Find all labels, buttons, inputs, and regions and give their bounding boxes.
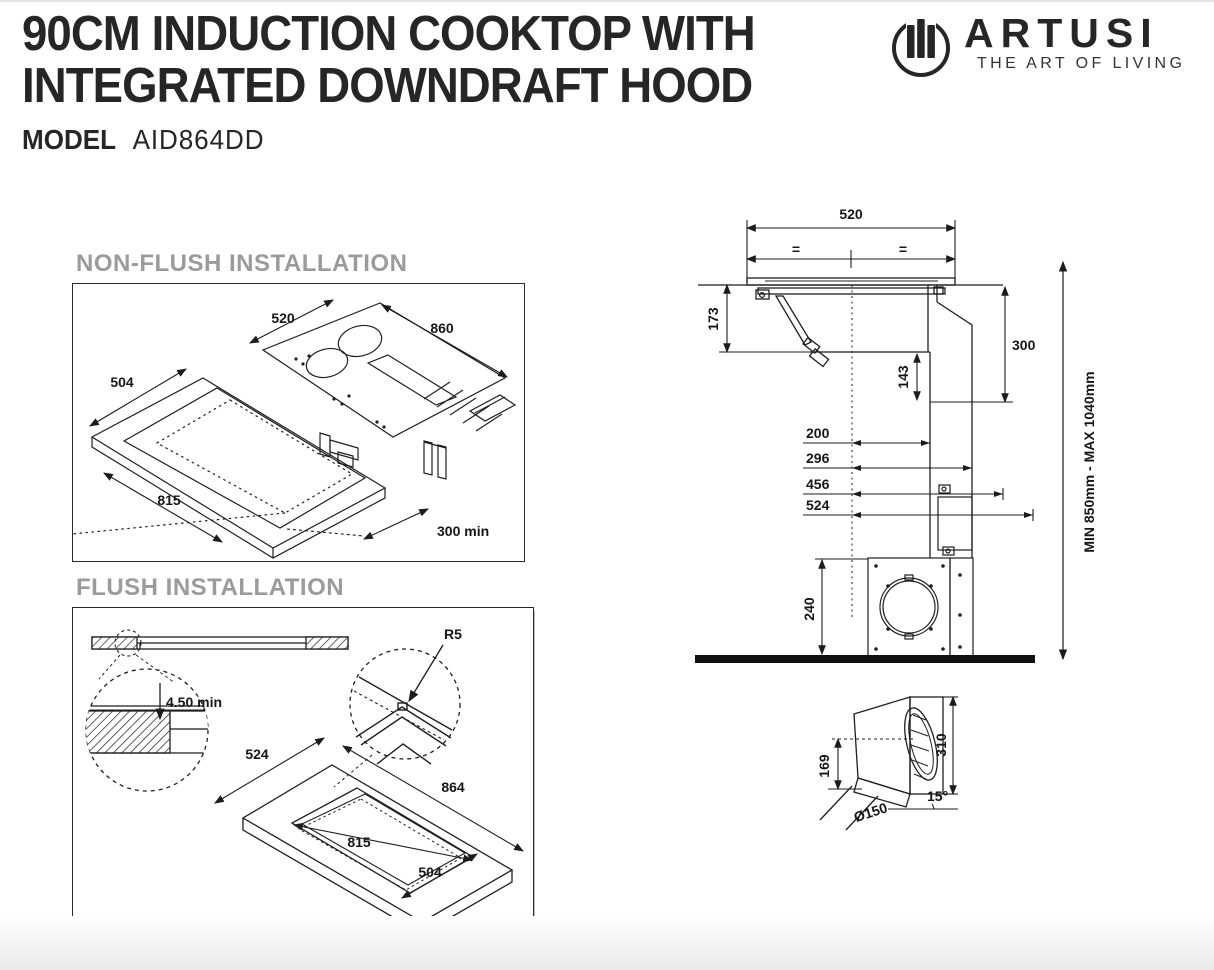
elev-dim-524: 524 — [806, 497, 830, 513]
brand-tagline: THE ART OF LIVING — [977, 55, 1186, 72]
brand-name: ARTUSI — [964, 10, 1159, 56]
nonflush-dim-815: 815 — [157, 492, 181, 508]
elev-dim-300: 300 — [1012, 337, 1036, 353]
model-label: MODEL — [22, 124, 117, 155]
title-block: 90CM INDUCTION COOKTOP WITH INTEGRATED D… — [22, 7, 756, 156]
elev-dim-296: 296 — [806, 450, 830, 466]
elev-dim-143: 143 — [895, 365, 911, 389]
motor-detail-drawing: 169 310 Ø150 15° — [816, 695, 958, 831]
non-flush-heading: NON-FLUSH INSTALLATION — [76, 250, 408, 277]
side-elevation-drawing: 520 = = 173 300 143 — [695, 206, 1097, 663]
flush-heading: FLUSH INSTALLATION — [76, 574, 345, 601]
flush-dim-504: 504 — [418, 864, 442, 880]
elev-eq-left: = — [792, 241, 800, 257]
model-value: AID864DD — [132, 124, 265, 155]
page-title-line2: INTEGRATED DOWNDRAFT HOOD — [22, 59, 753, 113]
nonflush-dim-860: 860 — [430, 320, 454, 336]
artusi-logo-icon — [892, 16, 950, 77]
flush-dim-r5: R5 — [444, 626, 462, 642]
nonflush-dim-504: 504 — [110, 374, 134, 390]
page-bottom-gradient — [0, 916, 1214, 970]
brand-logo: ARTUSI THE ART OF LIVING — [888, 12, 1185, 80]
elev-dim-456: 456 — [806, 476, 830, 492]
elev-dim-240: 240 — [801, 597, 817, 621]
page-title-line1: 90CM INDUCTION COOKTOP WITH — [22, 7, 756, 61]
flush-dim-recess: 4.50 min — [166, 694, 222, 710]
brand-text: ARTUSI THE ART OF LIVING — [964, 12, 1185, 73]
elev-dim-200: 200 — [806, 425, 830, 441]
nonflush-dim-300min: 300 min — [437, 523, 489, 539]
motor-dim-angle: 15° — [927, 788, 948, 804]
elev-dim-173: 173 — [705, 307, 721, 331]
motor-dim-310: 310 — [933, 733, 949, 757]
elev-eq-right: = — [899, 241, 907, 257]
flush-dim-524: 524 — [245, 746, 269, 762]
flush-dim-815: 815 — [347, 834, 371, 850]
non-flush-drawing: 520 860 504 815 300 min — [72, 299, 517, 559]
model-line: MODEL AID864DD — [22, 124, 755, 156]
motor-dim-150: Ø150 — [852, 799, 890, 825]
flush-drawing: 4.50 min R5 524 864 815 504 — [85, 626, 524, 934]
elev-dim-520: 520 — [839, 206, 863, 222]
elev-height-range: MIN 850mm - MAX 1040mm — [1081, 371, 1097, 552]
motor-dim-169: 169 — [816, 754, 832, 778]
nonflush-dim-520: 520 — [271, 310, 295, 326]
flush-dim-864: 864 — [441, 779, 465, 795]
